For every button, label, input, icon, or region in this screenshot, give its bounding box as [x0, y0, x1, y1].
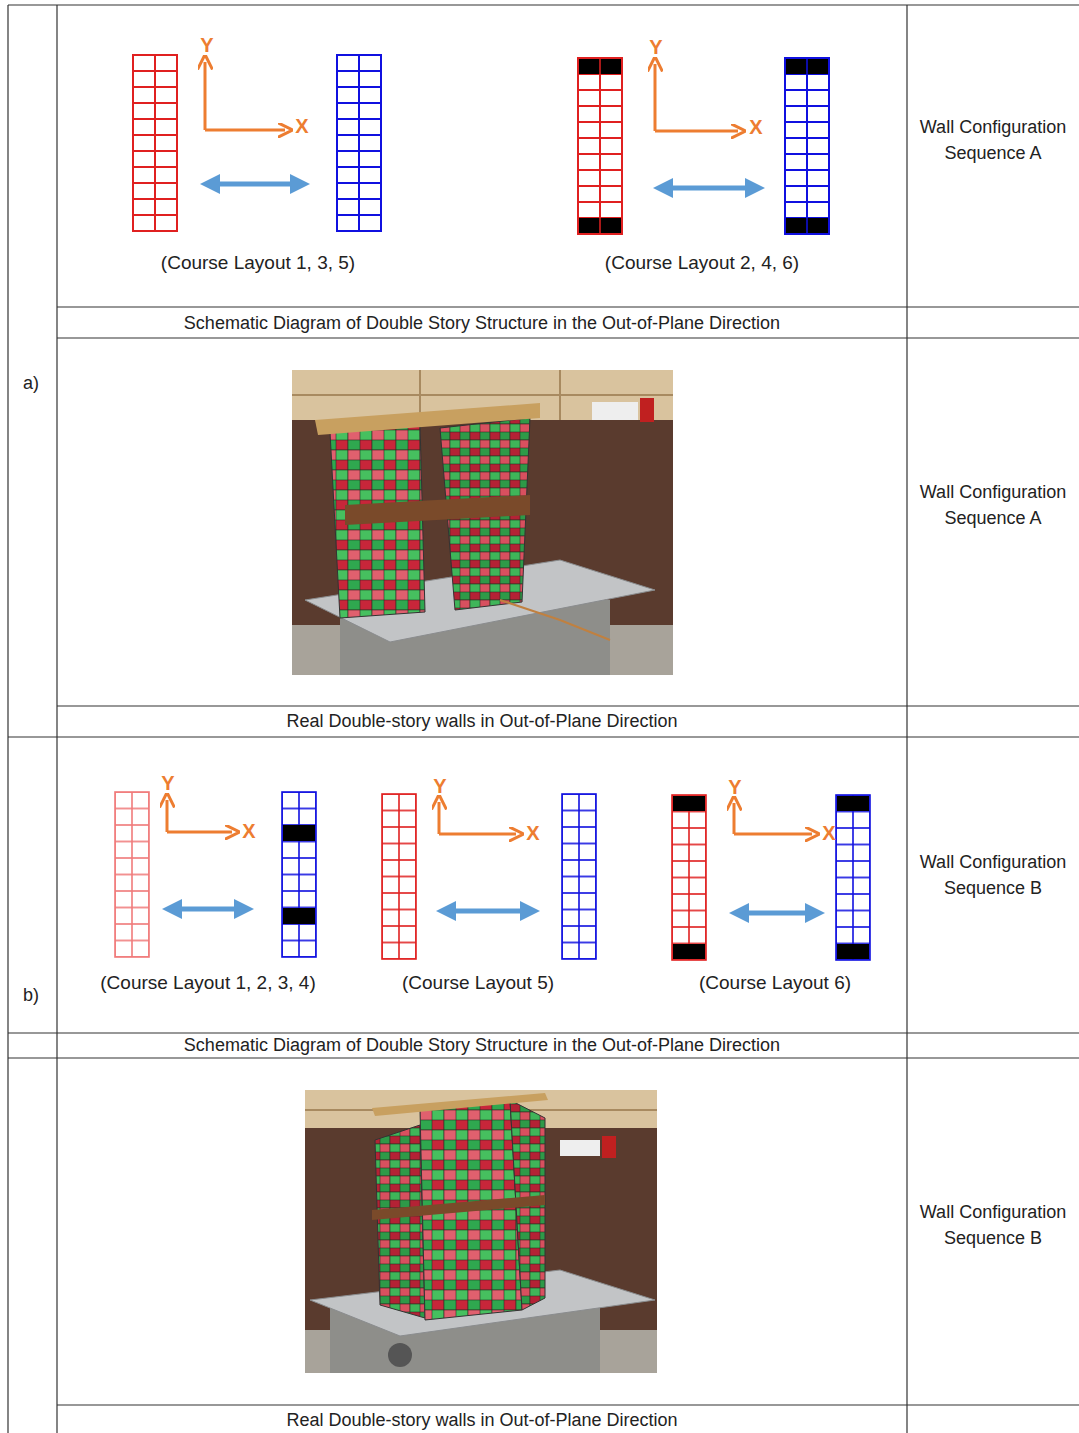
cell-text: b) — [9, 982, 53, 1008]
cell-text: Wall Configuration Sequence B — [918, 1199, 1068, 1251]
drawing-part — [785, 58, 829, 234]
cell-text: Wall Configuration Sequence A — [918, 114, 1068, 166]
drawing-part — [439, 833, 516, 836]
drawing-part — [172, 907, 244, 912]
axis-label: Y — [720, 776, 750, 798]
drawing-part — [559, 370, 561, 420]
drawing-part — [305, 1090, 657, 1373]
drawing-part — [345, 495, 530, 525]
drawing-part — [673, 944, 705, 959]
drawing-part — [654, 64, 657, 131]
drawing-part — [57, 705, 1079, 706]
drawing-part — [640, 398, 654, 422]
drawing-part — [205, 129, 285, 132]
cell-text: a) — [9, 370, 53, 396]
drawing-part — [560, 1140, 600, 1156]
cell-text: Real Double-story walls in Out-of-Plane … — [62, 708, 902, 734]
drawing-part — [806, 59, 808, 74]
drawing-part — [167, 831, 232, 834]
drawing-part — [655, 130, 738, 133]
drawing-part — [500, 600, 610, 640]
axis-label: X — [287, 115, 317, 137]
cell-text: Schematic Diagram of Double Story Struct… — [62, 1032, 902, 1058]
axis-label: X — [518, 822, 548, 844]
drawing-part — [8, 736, 1079, 737]
layout-caption: (Course Layout 2, 4, 6) — [542, 249, 862, 277]
axis-label: Y — [153, 772, 183, 794]
drawing-part — [282, 792, 316, 957]
drawing-part — [579, 59, 621, 74]
drawing-part — [906, 5, 907, 1433]
drawing-part — [786, 59, 828, 74]
drawing-part — [592, 402, 638, 420]
drawing-part — [315, 403, 540, 435]
drawing-part — [210, 182, 300, 187]
drawing-part — [57, 337, 1079, 338]
drawing-part — [305, 1090, 657, 1373]
drawing-part — [292, 394, 673, 396]
drawing-part — [672, 795, 706, 960]
drawing-part — [599, 218, 601, 233]
wall-schematic-a — [133, 55, 829, 234]
drawing-part — [8, 1057, 1079, 1058]
drawing-part — [372, 1093, 548, 1116]
wall-schematic-b — [115, 792, 870, 960]
drawing-part — [115, 792, 149, 957]
drawing-part — [56, 5, 57, 1433]
drawing-part — [578, 58, 622, 234]
drawing-part — [836, 795, 870, 960]
drawing-part — [372, 1195, 545, 1220]
drawing-part — [599, 59, 601, 74]
drawing-part — [292, 370, 673, 675]
drawing-part — [8, 4, 1079, 5]
drawing-part — [283, 908, 315, 924]
cell-text: Real Double-story walls in Out-of-Plane … — [62, 1407, 902, 1433]
drawing-part — [786, 218, 828, 233]
layout-caption: (Course Layout 6) — [665, 969, 885, 997]
axis-label: Y — [641, 36, 671, 58]
axis-label: X — [814, 822, 844, 844]
axis-label: Y — [192, 34, 222, 56]
drawing-part — [446, 909, 530, 914]
drawing-part — [166, 800, 169, 832]
drawing-part — [579, 218, 621, 233]
drawing-part — [663, 186, 755, 191]
drawing-part — [57, 1404, 1079, 1405]
layout-caption: (Course Layout 5) — [368, 969, 588, 997]
drawing-part — [734, 833, 812, 836]
axis-label: Y — [425, 775, 455, 797]
layout-caption: (Course Layout 1, 3, 5) — [98, 249, 418, 277]
drawing-part — [283, 825, 315, 841]
drawing-part — [382, 794, 416, 959]
cell-text: Schematic Diagram of Double Story Struct… — [62, 310, 902, 336]
drawing-part — [7, 5, 8, 1433]
drawing-part — [806, 218, 808, 233]
cell-text: Wall Configuration Sequence B — [918, 849, 1068, 901]
drawing-part — [733, 803, 736, 834]
drawing-part — [133, 55, 177, 231]
drawing-part — [204, 62, 207, 130]
drawing-part — [739, 911, 815, 916]
drawing-part — [837, 944, 869, 959]
drawing-part — [388, 1343, 412, 1367]
drawing-part — [562, 794, 596, 959]
cell-text: Wall Configuration Sequence A — [918, 479, 1068, 531]
drawing-part — [337, 55, 381, 231]
drawing-part — [602, 1136, 616, 1158]
layout-caption: (Course Layout 1, 2, 3, 4) — [73, 969, 343, 997]
photo-b — [305, 1090, 657, 1373]
axis-label: X — [234, 820, 264, 842]
photo-a — [292, 370, 673, 675]
drawing-part — [375, 1125, 425, 1318]
axis-label: X — [741, 116, 771, 138]
drawing-part — [837, 796, 869, 811]
drawing-part — [8, 1032, 1079, 1033]
drawing-part — [438, 802, 441, 834]
table-grid — [8, 5, 1079, 1433]
drawing-part — [292, 370, 673, 675]
drawing-part — [57, 306, 1079, 307]
drawing-part — [673, 796, 705, 811]
